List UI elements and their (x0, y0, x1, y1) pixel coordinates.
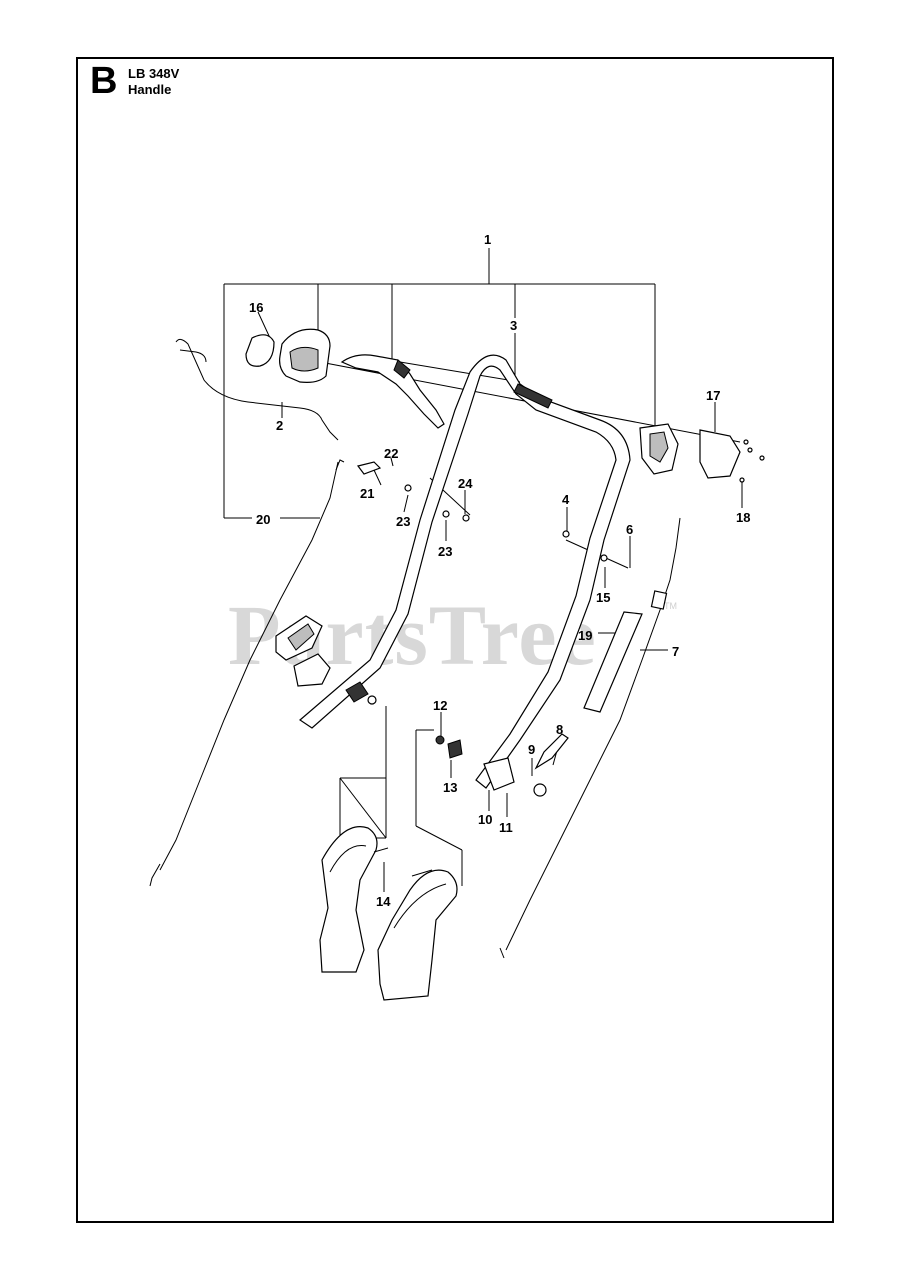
page-frame (76, 57, 834, 1223)
callout-1: 1 (484, 232, 491, 247)
section-letter: B (90, 60, 118, 102)
leader-lines (223, 248, 743, 892)
callout-15: 15 (596, 590, 610, 605)
callout-22: 22 (384, 446, 398, 461)
callout-21: 21 (360, 486, 374, 501)
model-name: LB 348V (128, 66, 180, 81)
callout-23-lower: 23 (438, 544, 452, 559)
cable-7 (499, 517, 681, 959)
callout-19: 19 (578, 628, 592, 643)
grip-assembly (340, 354, 445, 429)
callout-6: 6 (626, 522, 633, 537)
control-housing (639, 423, 765, 483)
callout-14: 14 (376, 894, 391, 909)
callout-13: 13 (443, 780, 457, 795)
callout-20: 20 (256, 512, 270, 527)
grip-cover (245, 328, 331, 383)
lower-brackets (319, 826, 458, 1001)
right-bracket-parts (435, 733, 569, 797)
section-title: Handle (128, 82, 172, 97)
handle-bar (299, 354, 631, 789)
callout-4: 4 (562, 492, 570, 507)
cable-guide-19 (583, 611, 643, 713)
callout-17: 17 (706, 388, 720, 403)
callout-9: 9 (528, 742, 535, 757)
cable-20 (149, 459, 345, 887)
callout-2: 2 (276, 418, 283, 433)
callout-8: 8 (556, 722, 563, 737)
callout-7: 7 (672, 644, 679, 659)
callout-12: 12 (433, 698, 447, 713)
callout-labels: 1 2 3 4 6 7 8 9 10 11 12 13 14 15 16 17 … (249, 232, 750, 909)
callout-24: 24 (458, 476, 473, 491)
callout-16: 16 (249, 300, 263, 315)
callout-18: 18 (736, 510, 750, 525)
left-bracket-parts (275, 461, 608, 705)
watermark-trademark: TM (664, 601, 677, 611)
callout-3: 3 (510, 318, 517, 333)
bail-wire (175, 338, 339, 441)
callout-11: 11 (499, 820, 513, 835)
callout-10: 10 (478, 812, 492, 827)
callout-23-upper: 23 (396, 514, 410, 529)
